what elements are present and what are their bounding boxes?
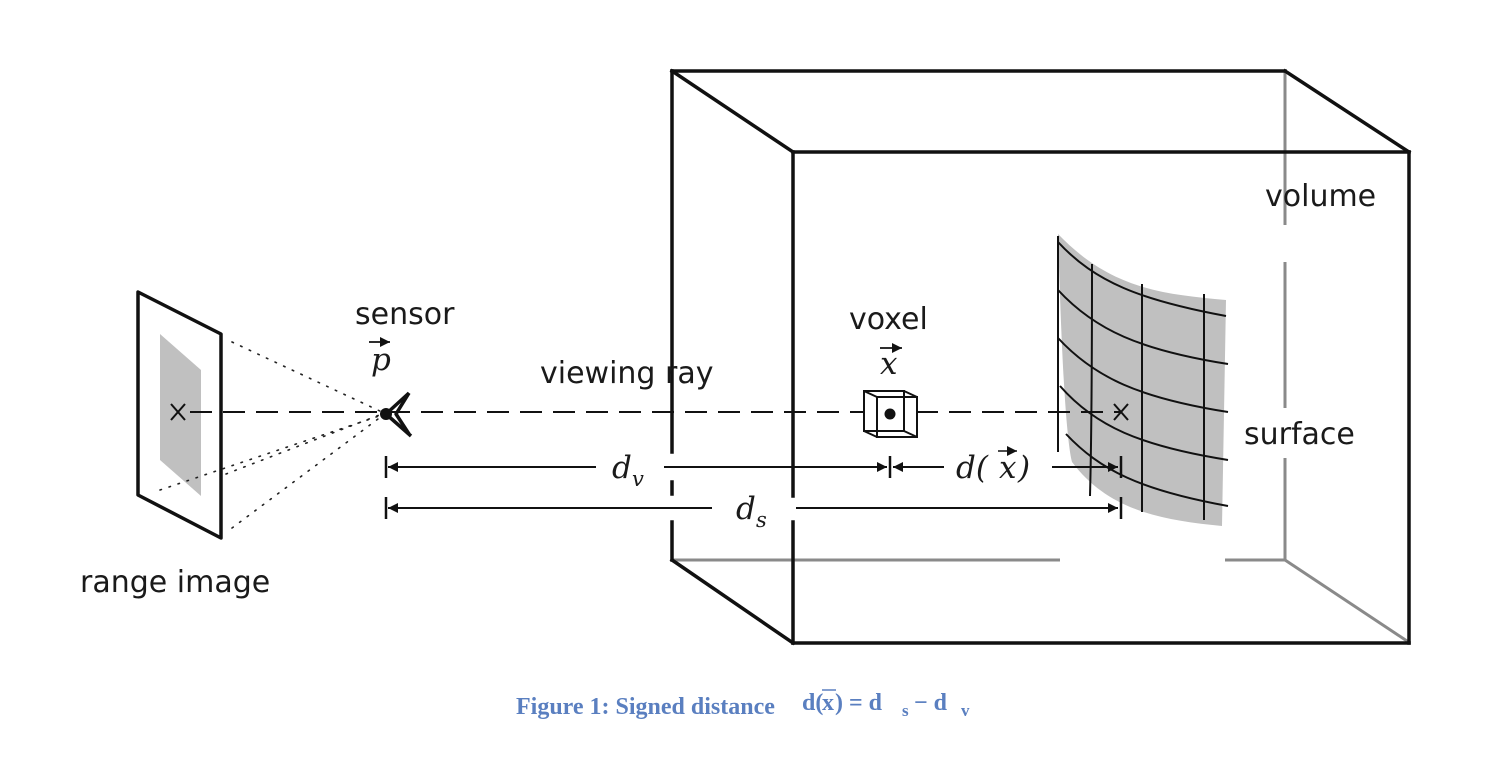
range-image-label: range image	[80, 565, 270, 600]
surface-label: surface	[1244, 417, 1355, 452]
dx-var: x	[999, 450, 1017, 486]
dimension-ds	[384, 497, 1123, 519]
sensor-symbol-letter: p	[371, 342, 391, 378]
dimension-dv	[384, 456, 892, 478]
voxel-symbol: x	[880, 343, 902, 382]
dx-right: )	[1017, 450, 1030, 486]
sensor-eye-icon	[380, 391, 413, 438]
caption-formula-v: v	[961, 701, 970, 720]
range-image-cross-icon	[170, 403, 186, 421]
ds-subscript: s	[756, 508, 767, 532]
voxel-cube-icon	[863, 390, 918, 438]
surface-patch	[1057, 234, 1229, 526]
volume-box-front	[669, 68, 1412, 646]
caption-formula-lhs: d(	[802, 690, 823, 716]
dx-left: d(	[956, 450, 989, 486]
voxel-symbol-letter: x	[880, 346, 898, 382]
frustum-lines	[159, 341, 383, 529]
dv-label: d v	[612, 450, 644, 491]
volume-label: volume	[1265, 179, 1376, 214]
sensor-label: sensor	[355, 297, 455, 332]
range-image-plane	[136, 290, 223, 540]
dimension-dx	[893, 456, 1123, 478]
caption-formula-rhs: ) = d	[835, 690, 883, 716]
dv-subscript: v	[632, 467, 644, 491]
caption-text: Figure 1: Signed distance	[516, 694, 775, 720]
ds-label: d s	[736, 491, 767, 532]
viewing-ray-label: viewing ray	[540, 356, 713, 391]
surface-point-cross-icon	[1113, 403, 1129, 421]
volume-box-back	[672, 71, 1411, 645]
voxel-label: voxel	[849, 302, 928, 337]
caption-formula-var: x	[822, 690, 834, 716]
sensor-symbol: p	[369, 337, 391, 378]
caption-formula-s: s	[902, 701, 909, 720]
figure-caption: Figure 1: Signed distance d( x ) = d s −…	[516, 689, 970, 720]
ds-base: d	[736, 491, 756, 527]
caption-formula-minus: − d	[914, 690, 948, 716]
dx-label: d( x )	[956, 446, 1030, 486]
dv-base: d	[612, 450, 632, 486]
